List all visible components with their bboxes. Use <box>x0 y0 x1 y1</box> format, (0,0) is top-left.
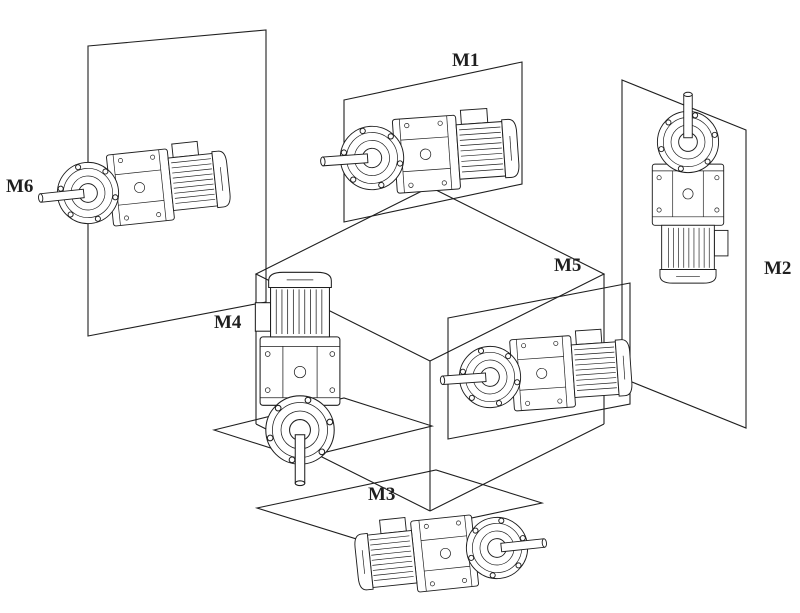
gearmotor-m2 <box>651 91 729 284</box>
label-m2: M2 <box>764 258 791 279</box>
gearmotor-m3 <box>352 502 551 599</box>
mounting-plane-m3 <box>254 469 545 542</box>
mounting-plane-m1 <box>343 61 523 223</box>
label-m5: M5 <box>554 255 581 276</box>
mounting-plane-m6 <box>87 29 267 337</box>
label-m6: M6 <box>6 176 33 197</box>
gearmotor-m6 <box>33 138 233 235</box>
label-m3: M3 <box>368 484 395 505</box>
mounting-planes <box>87 29 747 542</box>
mounting-plane-m2 <box>621 79 747 429</box>
gearmotor-m1 <box>317 106 521 199</box>
label-m1: M1 <box>452 50 479 71</box>
label-m4: M4 <box>214 312 242 333</box>
gearmotor-m4 <box>254 271 341 487</box>
position-labels: M1 M2 M3 M4 M5 M6 <box>6 50 791 505</box>
mounting-plane-m5 <box>447 282 631 440</box>
gearmotors <box>33 91 729 599</box>
